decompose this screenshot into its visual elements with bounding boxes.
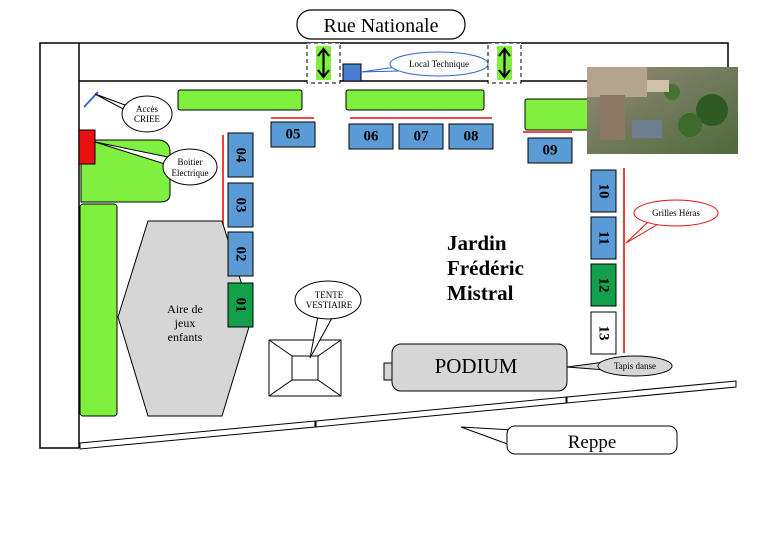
podium: PODIUM [383, 343, 568, 392]
svg-text:Aire de: Aire de [167, 302, 203, 316]
svg-text:Mistral: Mistral [447, 281, 514, 305]
stand-number: 11 [596, 231, 612, 245]
stand-box [590, 311, 617, 355]
svg-text:Frédéric: Frédéric [447, 256, 524, 280]
site-outline [39, 42, 729, 449]
stand-number: 12 [596, 278, 612, 293]
bottom-fence [79, 380, 737, 450]
local-technique-box [342, 63, 362, 82]
svg-text:PODIUM: PODIUM [435, 354, 518, 378]
callout-tente-vestiaire: TENTE VESTIAIRE [294, 280, 362, 359]
stand-number: 09 [543, 143, 558, 159]
stand-10: 10 [590, 169, 617, 213]
street-label-reppe: Reppe [460, 425, 678, 455]
svg-text:TENTE: TENTE [315, 290, 344, 300]
svg-text:CRIEE: CRIEE [134, 114, 161, 124]
svg-text:Electrique: Electrique [172, 168, 209, 178]
gate-right [487, 42, 522, 84]
callout-boitier-electrique: Boitier Electrique [94, 141, 218, 186]
playground-area: Aire de jeux enfants [117, 220, 253, 417]
stand-05: 05 [270, 121, 316, 148]
svg-text:enfants: enfants [168, 330, 203, 344]
stand-box [590, 169, 617, 213]
svg-text:Tapis danse: Tapis danse [614, 361, 656, 371]
stand-08: 08 [448, 123, 494, 150]
garden-title: Jardin Frédéric Mistral [447, 231, 524, 305]
double-arrow-icon [498, 47, 511, 79]
stand-box [590, 216, 617, 260]
svg-text:Boitier: Boitier [178, 157, 203, 167]
stand-number: 10 [596, 184, 612, 199]
stand-number: 03 [233, 198, 249, 213]
callout-local-technique: Local Technique [360, 51, 489, 77]
lawn-top-middle [345, 89, 485, 111]
svg-text:Local Technique: Local Technique [409, 59, 469, 69]
stand-number: 08 [464, 129, 479, 145]
stand-box [448, 123, 494, 150]
stand-number: 04 [233, 148, 249, 164]
double-arrow-icon [317, 47, 330, 79]
aerial-photo [587, 67, 738, 154]
stand-02: 02 [227, 231, 254, 277]
stand-number: 13 [596, 326, 612, 341]
stand-number: 05 [286, 127, 301, 143]
stand-11: 11 [590, 216, 617, 260]
svg-text:Accès: Accès [136, 104, 158, 114]
stand-box [398, 123, 444, 150]
stand-box [348, 123, 394, 150]
stand-number: 06 [364, 129, 380, 145]
stand-07: 07 [398, 123, 444, 150]
svg-text:Reppe: Reppe [568, 432, 617, 453]
stand-box [590, 263, 617, 307]
stand-box [227, 132, 254, 178]
stand-09: 09 [527, 137, 573, 164]
svg-text:Rue Nationale: Rue Nationale [324, 15, 439, 37]
stand-13: 13 [590, 311, 617, 355]
stand-number: 01 [233, 298, 249, 313]
street-label-rue-nationale: Rue Nationale [296, 9, 466, 40]
stand-box [227, 282, 254, 328]
svg-text:Grilles Héras: Grilles Héras [652, 208, 700, 218]
stand-04: 04 [227, 132, 254, 178]
stand-box [227, 182, 254, 228]
tent-vestiaire [268, 339, 342, 397]
stand-box [270, 121, 316, 148]
stand-01: 01 [227, 282, 254, 328]
svg-text:VESTIAIRE: VESTIAIRE [306, 300, 353, 310]
svg-text:jeux: jeux [174, 316, 196, 330]
lawn-top-right [524, 98, 594, 131]
callout-tapis-danse: Tapis danse [566, 355, 673, 377]
stand-number: 02 [233, 247, 249, 262]
svg-text:Jardin: Jardin [447, 231, 507, 255]
stand-03: 03 [227, 182, 254, 228]
stand-box [227, 231, 254, 277]
stand-06: 06 [348, 123, 394, 150]
stand-number: 07 [414, 129, 430, 145]
stands: 05 06 07 08 09 04 03 02 01 10 11 12 13 [227, 121, 617, 355]
lawns [79, 89, 594, 417]
callout-grilles-heras: Grilles Héras [625, 199, 719, 244]
lawn-top-left [177, 89, 303, 111]
gate-left [306, 42, 341, 84]
lawn-left-lower [79, 203, 118, 417]
stand-12: 12 [590, 263, 617, 307]
electrical-box [78, 129, 96, 165]
stand-box [527, 137, 573, 164]
callout-acces-criee: Accès CRIEE [94, 93, 173, 133]
